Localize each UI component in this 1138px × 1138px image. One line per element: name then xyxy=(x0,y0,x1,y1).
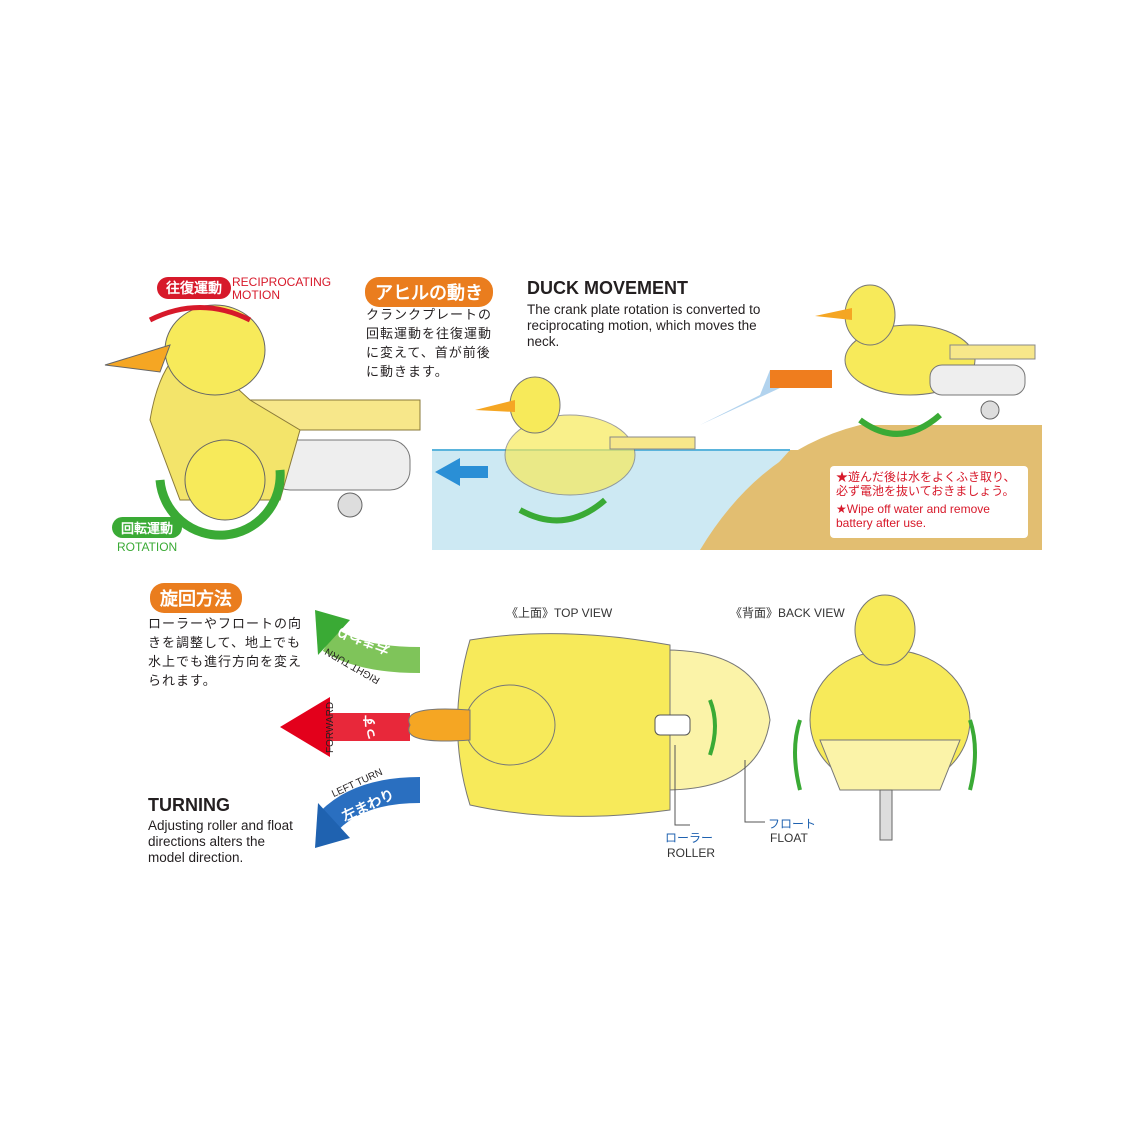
duck-top-view xyxy=(408,633,771,817)
top-view-label: 《上面》TOP VIEW xyxy=(506,606,613,620)
arrow-left-icon xyxy=(435,458,488,486)
forward-label-en: FORWARD xyxy=(325,701,337,754)
duck-side-mechanism xyxy=(104,304,421,540)
duck-movement-title: DUCK MOVEMENT xyxy=(527,278,688,298)
forward-label-jp: まっすぐ xyxy=(362,701,378,754)
roller-label-en: ROLLER xyxy=(667,846,716,860)
duck-movement-text-jp: クランクプレートの回転運動を往復運動に変えて、首が前後に動きます。 xyxy=(366,307,493,379)
back-view-label: 《背面》BACK VIEW xyxy=(730,606,845,620)
warning-note: ★遊んだ後は水をよくふき取り、必ず電池を抜いておきましょう。 ★Wipe off… xyxy=(836,470,1026,530)
water-and-ground-scene xyxy=(432,284,1042,550)
warning-jp: ★遊んだ後は水をよくふき取り、必ず電池を抜いておきましょう。 xyxy=(836,470,1016,498)
float-label-jp: フロート xyxy=(768,817,817,831)
turning-text-jp: ローラーやフロートの向きを調整して、地上でも水上でも進行方向を変えられます。 xyxy=(148,616,303,688)
rotation-label-en: ROTATION xyxy=(117,540,178,554)
rotation-badge-jp: 回転運動 xyxy=(112,517,183,538)
turning-badge-jp: 旋回方法 xyxy=(150,583,242,613)
duck-back-view xyxy=(674,594,977,841)
reciprocating-badge-jp: 往復運動 xyxy=(157,277,231,299)
turning-arrows xyxy=(280,610,421,848)
duck-movement-badge-jp: アヒルの動き xyxy=(365,277,493,307)
float-label-en: FLOAT xyxy=(770,831,808,845)
warning-en: ★Wipe off water and remove battery after… xyxy=(836,502,990,530)
turning-text-en: Adjusting roller and float directions al… xyxy=(148,818,293,865)
roller-label-jp: ローラー xyxy=(665,831,714,845)
reciprocating-label-en: RECIPROCATING MOTION xyxy=(232,275,332,302)
duck-movement-text-en: The crank plate rotation is converted to… xyxy=(527,302,761,349)
turning-title: TURNING xyxy=(148,795,230,815)
